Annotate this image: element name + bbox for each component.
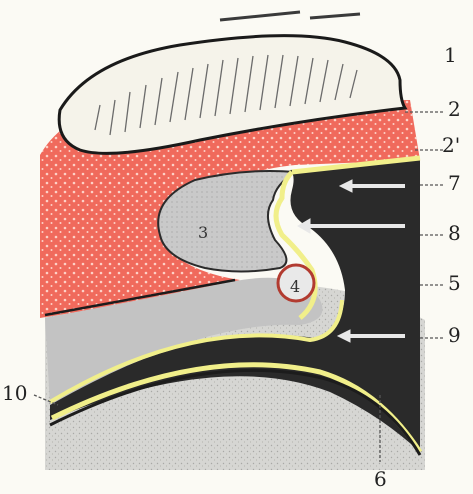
label-10: 10 <box>2 381 27 405</box>
label-6: 6 <box>374 467 387 491</box>
label-8: 8 <box>448 221 461 245</box>
label-2: 2 <box>448 97 461 121</box>
label-5: 5 <box>448 271 461 295</box>
label-7: 7 <box>448 171 461 195</box>
label-1: 1 <box>444 43 457 67</box>
label-3: 3 <box>198 223 208 242</box>
label-9: 9 <box>448 323 461 347</box>
label-2-prime: 2' <box>442 133 460 157</box>
top-scratch-line <box>220 12 360 20</box>
label-4: 4 <box>290 277 300 296</box>
